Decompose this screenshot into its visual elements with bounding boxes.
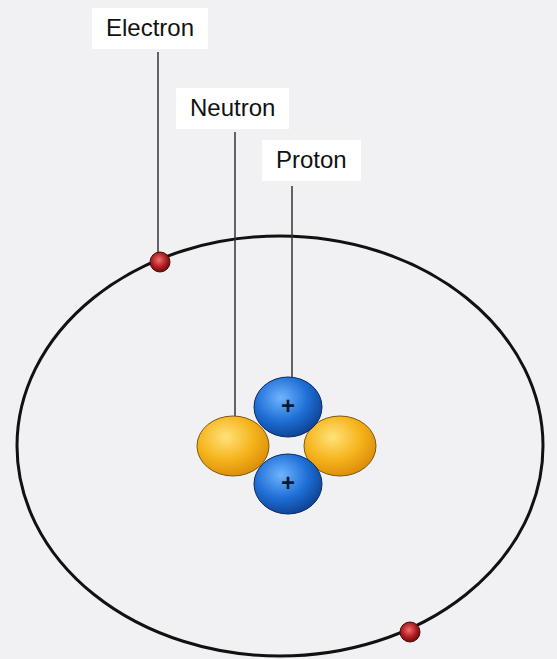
leader-line <box>234 132 236 416</box>
part-label: Proton <box>262 140 361 181</box>
orbit <box>17 236 543 656</box>
proton <box>254 454 322 514</box>
proton <box>254 377 322 437</box>
charge-sign: + <box>281 471 295 495</box>
electron <box>150 252 170 272</box>
charge-sign: + <box>281 394 295 418</box>
electron <box>400 622 420 642</box>
leader-line <box>291 186 293 377</box>
neutron <box>197 416 269 476</box>
part-label: Electron <box>92 8 208 49</box>
leader-line <box>157 52 159 253</box>
part-label: Neutron <box>176 88 289 129</box>
